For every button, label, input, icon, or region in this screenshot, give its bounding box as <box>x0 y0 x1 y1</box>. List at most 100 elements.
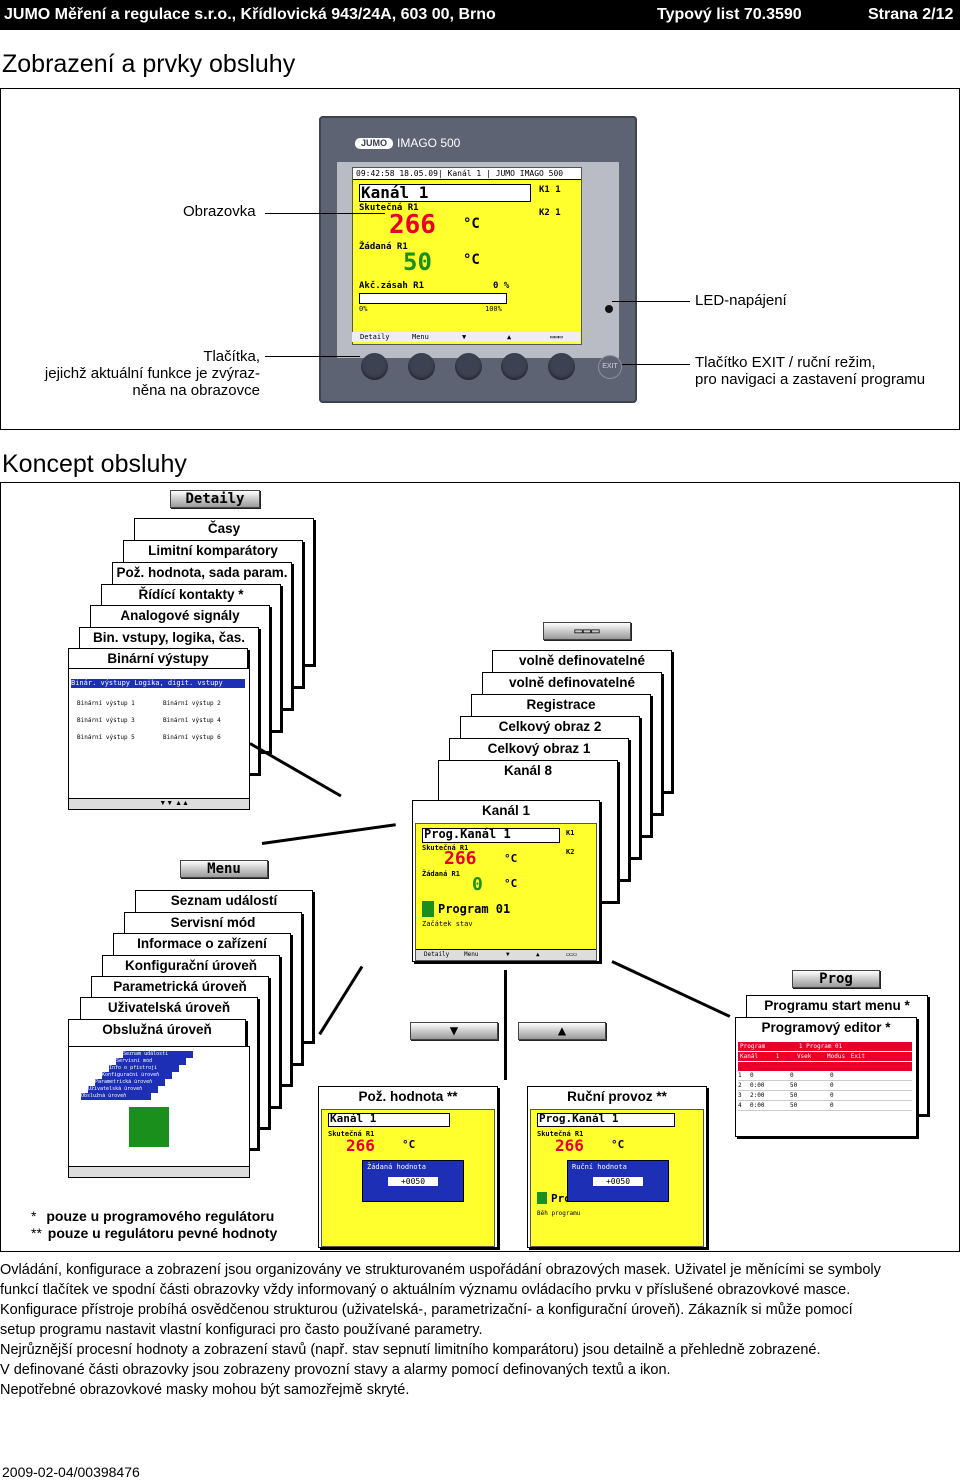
label-led: LED-napájení <box>695 292 787 309</box>
menu-screen-row[interactable]: Uživatelská úroveň <box>88 1086 158 1093</box>
setpoint-popup-value[interactable]: +0050 <box>388 1177 438 1186</box>
screens-card-title: volně definovatelné <box>518 653 646 668</box>
prog-softkey[interactable]: Prog <box>792 970 880 988</box>
menu-screen-row[interactable]: Obslužná úroveň <box>81 1093 151 1100</box>
header-company: JUMO Měření a regulace s.r.o., Křídlovic… <box>4 6 496 23</box>
manual-unit: °C <box>611 1138 625 1151</box>
details-softkey[interactable]: Detaily <box>170 490 260 508</box>
header-page: Strana 2/12 <box>868 6 954 23</box>
screen-actual-unit: °C <box>463 216 480 232</box>
device-model: IMAGO 500 <box>397 136 461 150</box>
channel1-setpoint-unit: °C <box>504 877 518 890</box>
manual-program-icon <box>537 1192 547 1204</box>
manual-popup-value[interactable]: +0050 <box>593 1177 643 1186</box>
manual-channel: Prog.Kanál 1 <box>539 1112 619 1125</box>
details-card-title: Limitní komparátory <box>148 543 278 558</box>
manual-screen: Prog.Kanál 1 Skutečná R1 266 °C Pro Běh … <box>530 1109 704 1247</box>
menu-screen-row[interactable]: Parametrická úroveň <box>95 1079 165 1086</box>
manual-card: Ruční provoz ** Prog.Kanál 1 Skutečná R1… <box>527 1086 707 1248</box>
screen-output-bar <box>359 293 507 304</box>
device-screen: 09:42:58 18.05.09| Kanál 1 | JUMO IMAGO … <box>352 167 582 345</box>
softkey-down: ▼ <box>462 333 467 341</box>
prog-editor-cell: 0 <box>830 1072 834 1079</box>
down-softkey[interactable]: ▼ <box>410 1022 498 1040</box>
prog-editor-cell: 0 <box>830 1102 834 1109</box>
menu-card-title: Obslužná úroveň <box>102 1022 212 1037</box>
up-softkey[interactable]: ▲ <box>518 1022 606 1040</box>
prog-editor-cell: 2:00 <box>750 1092 765 1099</box>
manual-popup: Ruční hodnota +0050 <box>567 1160 669 1202</box>
body-text: Ovládání, konfigurace a zobrazení jsou o… <box>0 1260 960 1400</box>
channel1-program: Program 01 <box>438 902 511 916</box>
screen-actual-label: Skutečná R1 <box>359 203 419 213</box>
binary-output-row: Binární výstup 2 <box>163 700 221 707</box>
led-power-indicator <box>605 305 613 313</box>
menu-screen-softkeys <box>69 1166 249 1177</box>
manual-popup-title: Ruční hodnota <box>572 1163 627 1171</box>
prog-editor-modus-value[interactable]: Exit <box>850 1053 866 1060</box>
screens-softkey[interactable]: ▭▭▭ <box>543 622 631 640</box>
setpoint-popup-title: Žádaná hodnota <box>367 1163 427 1171</box>
setpoint-card: Pož. hodnota ** Kanál 1 Skutečná R1 266 … <box>318 1086 498 1248</box>
callout-line-led <box>612 301 690 302</box>
hardware-button-3[interactable] <box>455 353 482 380</box>
screens-card-title: volně definovatelné <box>508 675 636 690</box>
menu-screen-row[interactable]: Konfigurační úroveň <box>102 1072 172 1079</box>
section1-title: Zobrazení a prvky obsluhy <box>2 50 296 78</box>
manual-title: Ruční provoz ** <box>567 1089 667 1104</box>
screen-setpoint-unit: °C <box>463 252 480 268</box>
label-buttons-line1: Tlačítka, <box>203 348 260 365</box>
menu-screen-row[interactable]: Seznam událostí <box>123 1051 193 1058</box>
prog-editor-program-value[interactable]: 1 Program 01 <box>798 1043 843 1050</box>
exit-button[interactable]: EXIT <box>598 355 622 379</box>
hardware-button-1[interactable] <box>361 353 388 380</box>
binary-output-row: Binární výstup 1 <box>77 700 135 707</box>
menu-screen-row[interactable]: Info o přístroji <box>109 1065 179 1072</box>
hardware-button-2[interactable] <box>408 353 435 380</box>
channel1-screen: Prog.Kanál 1 K1 K2 Skutečná R1 266 °C Žá… <box>415 823 597 961</box>
screen-scale-min: 0% <box>359 305 368 313</box>
screens-card-title: Celkový obraz 2 <box>498 719 602 734</box>
prog-editor-modus-label: Modus <box>827 1053 846 1060</box>
softkey-up: ▲ <box>507 333 512 341</box>
prog-editor-cell: 1 <box>738 1072 742 1079</box>
arrow-channel-up <box>504 970 507 1080</box>
label-exit: Tlačítko EXIT / ruční režim, pro navigac… <box>695 354 925 388</box>
channel1-title: Kanál 1 <box>481 803 531 818</box>
screens-card-title: Celkový obraz 1 <box>487 741 591 756</box>
menu-softkey[interactable]: Menu <box>180 860 268 878</box>
prog-editor-cell: 0 <box>830 1092 834 1099</box>
label-exit-line2: pro navigaci a zastavení programu <box>695 371 926 388</box>
callout-line-exit <box>622 364 690 365</box>
prog-editor-channel-value[interactable]: 1 <box>775 1053 780 1060</box>
menu-screen-row[interactable]: Servisní mód <box>116 1058 186 1065</box>
menu-card-title: Servisní mód <box>170 915 256 930</box>
jumo-logo: JUMO <box>355 138 393 149</box>
setpoint-popup: Žádaná hodnota +0050 <box>362 1160 464 1202</box>
channel1-actual-unit: °C <box>504 852 518 865</box>
prog-editor-cell: 0 <box>830 1082 834 1089</box>
screen-status-bar: 09:42:58 18.05.09| Kanál 1 | JUMO IMAGO … <box>353 168 581 180</box>
manual-actual-label: Skutečná R1 <box>537 1130 584 1138</box>
channel1-softkeys: Detaily Menu ▼ ▲ ▭▭▭ <box>416 949 596 960</box>
channel1-prog: Prog.Kanál 1 <box>424 827 511 841</box>
prog-editor-cell: 0:00 <box>750 1102 765 1109</box>
screen-output-value: 0 % <box>493 281 510 291</box>
binary-outputs-col2: Binární výstup 2 Binární výstup 4 Binárn… <box>163 695 221 746</box>
manual-status: Běh programu <box>537 1210 581 1217</box>
channel1-setpoint: 0 <box>472 874 483 895</box>
setpoint-actual: 266 <box>346 1136 375 1155</box>
device-front-panel: JUMO IMAGO 500 09:42:58 18.05.09| Kanál … <box>319 116 637 403</box>
hardware-button-5[interactable] <box>548 353 575 380</box>
hardware-button-4[interactable] <box>501 353 528 380</box>
details-card-title: Časy <box>207 521 241 536</box>
manual-actual: 266 <box>555 1136 584 1155</box>
menu-card-title: Seznam událostí <box>170 893 278 908</box>
screen-setpoint-label: Žádaná R1 <box>359 242 408 252</box>
screen-scale-max: 100% <box>485 305 502 313</box>
